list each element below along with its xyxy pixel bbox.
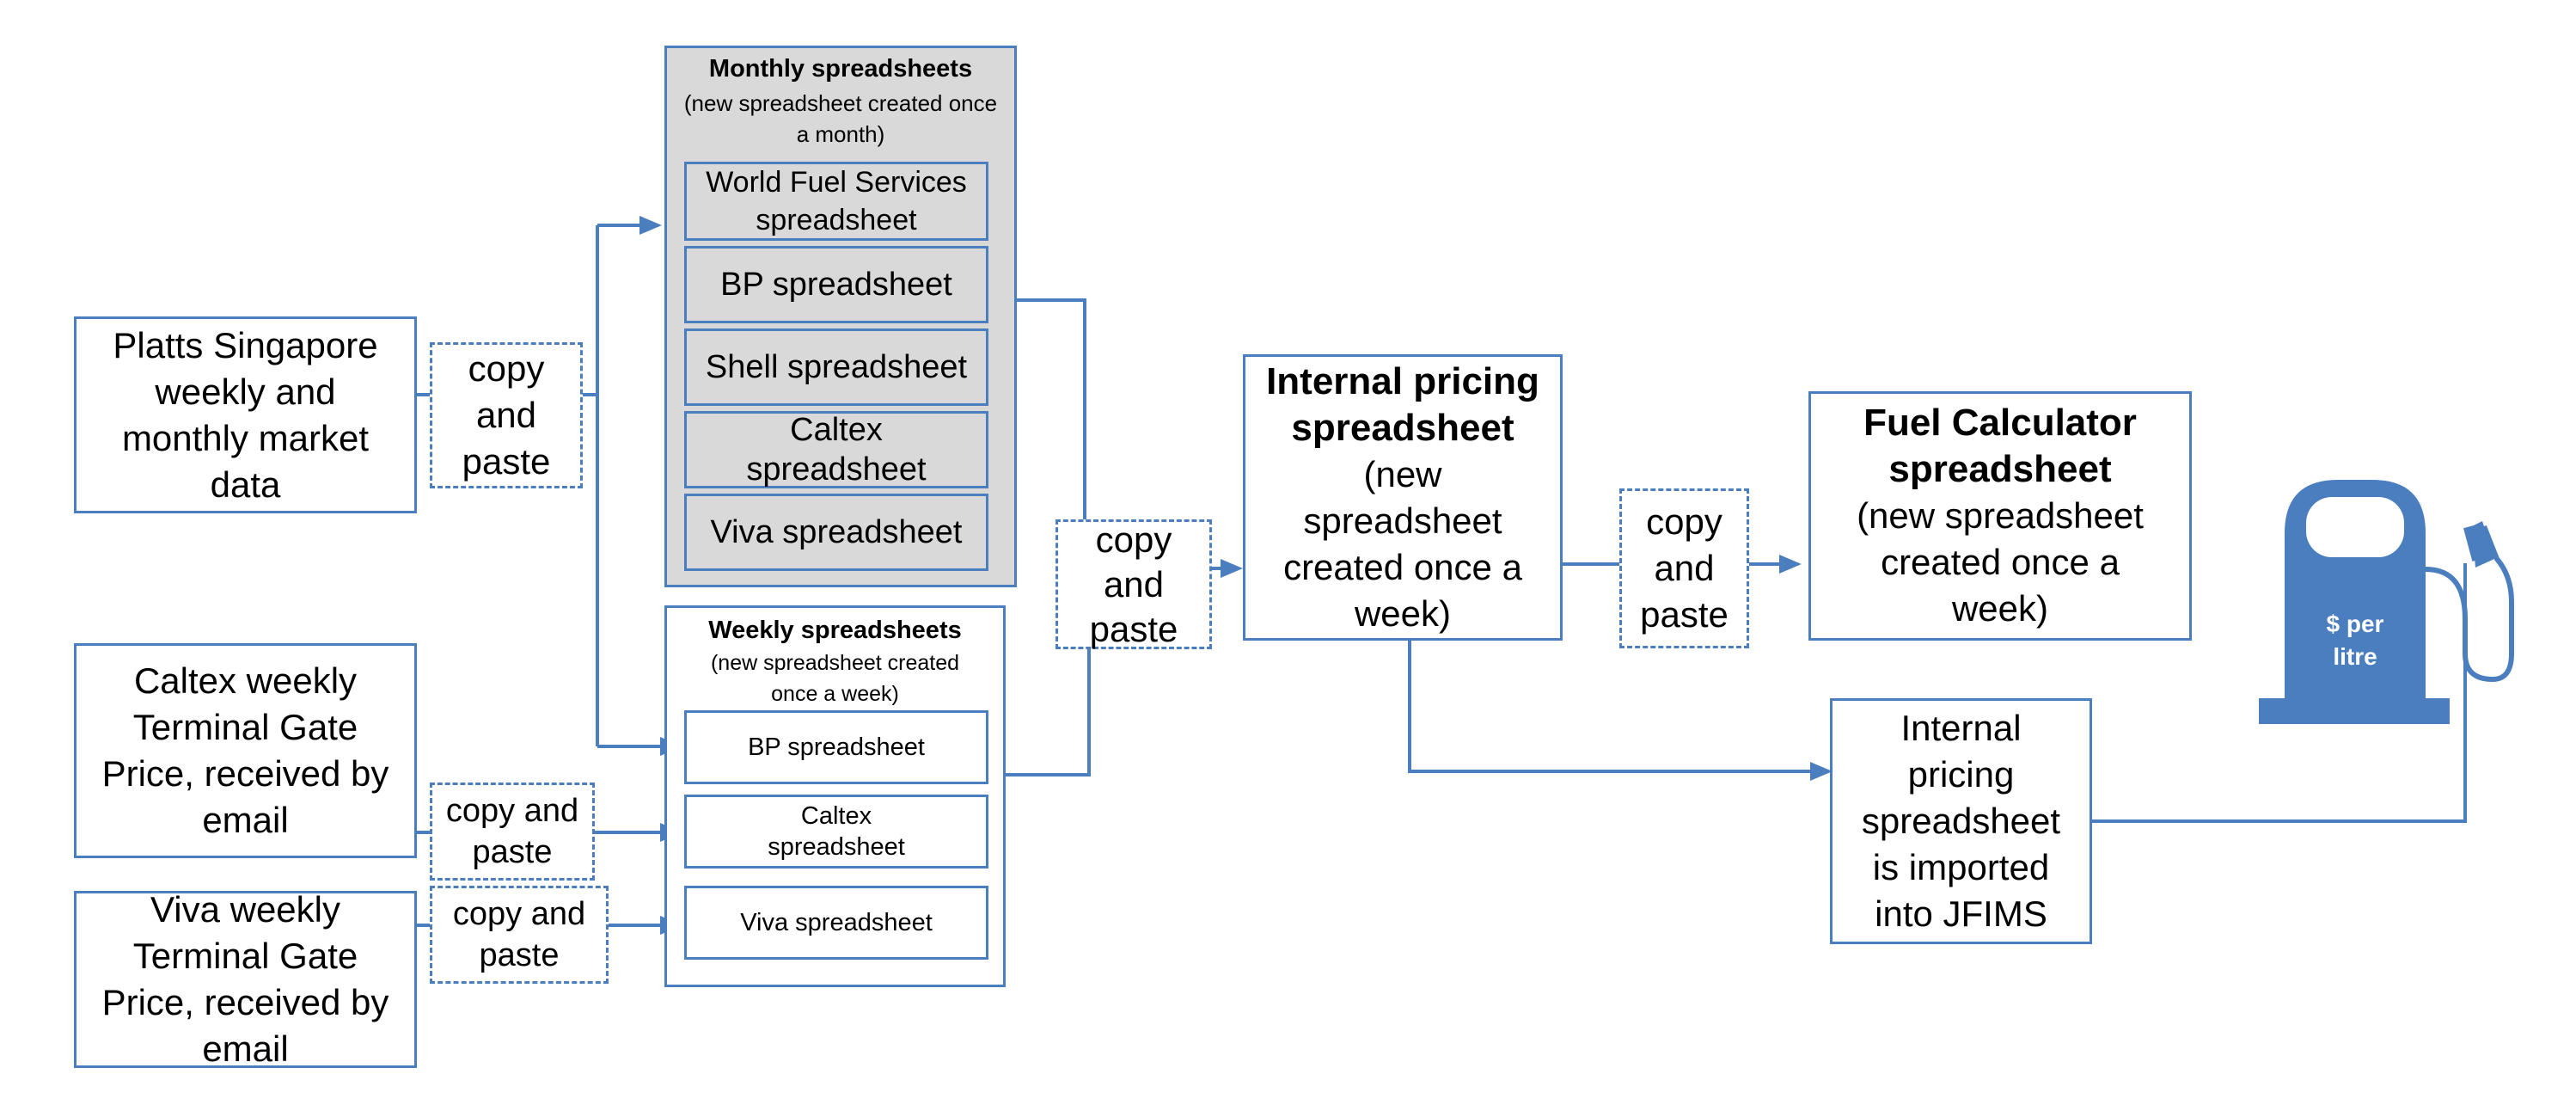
monthly-item-caltex: Caltex spreadsheet	[684, 411, 988, 488]
caltex-source-box: Caltex weekly Terminal Gate Price, recei…	[74, 643, 417, 858]
pump-price-label: $ per litre	[2326, 611, 2384, 670]
copy-paste-platts: copy and paste	[430, 342, 583, 488]
monthly-title: Monthly spreadsheets	[708, 55, 973, 83]
monthly-item-shell: Shell spreadsheet	[684, 328, 988, 406]
monthly-item-bp: BP spreadsheet	[684, 246, 988, 323]
platts-source-text: Platts Singapore weekly and monthly mark…	[113, 324, 378, 505]
copy-paste-to-fuel-calc: copy and paste	[1619, 488, 1749, 648]
weekly-title: Weekly spreadsheets	[708, 617, 962, 644]
platts-source-box: Platts Singapore weekly and monthly mark…	[74, 316, 417, 513]
monthly-item-wfs: World Fuel Services spreadsheet	[684, 162, 988, 241]
fuel-calculator-title: Fuel Calculator spreadsheet	[1863, 402, 2137, 490]
copy-paste-caltex: copy and paste	[430, 783, 595, 881]
weekly-item-viva: Viva spreadsheet	[684, 886, 988, 960]
arrowhead-monthly	[639, 216, 662, 235]
internal-pricing-box: Internal pricing spreadsheet (new spread…	[1243, 354, 1563, 641]
weekly-item-bp: BP spreadsheet	[684, 710, 988, 784]
internal-pricing-subtitle: (new spreadsheet created once a week)	[1283, 453, 1522, 634]
arrowhead-jfims	[1810, 762, 1833, 781]
viva-source-box: Viva weekly Terminal Gate Price, receive…	[74, 889, 417, 1069]
copy-paste-to-internal: copy and paste	[1055, 519, 1212, 649]
jfims-import-box: Internal pricing spreadsheet is imported…	[1830, 698, 2092, 944]
internal-pricing-title: Internal pricing spreadsheet	[1266, 359, 1539, 449]
fuel-pump-icon	[2259, 480, 2514, 724]
weekly-item-caltex: Caltex spreadsheet	[684, 795, 988, 869]
viva-source-text: Viva weekly Terminal Gate Price, receive…	[101, 889, 389, 1069]
fuel-calculator-subtitle: (new spreadsheet created once a week)	[1857, 495, 2144, 629]
copy-paste-viva: copy and paste	[430, 886, 609, 984]
monthly-subtitle: (new spreadsheet created once a month)	[683, 90, 998, 147]
arrowhead-fuelcalc	[1779, 555, 1802, 574]
caltex-source-text: Caltex weekly Terminal Gate Price, recei…	[101, 660, 389, 840]
jfims-import-text: Internal pricing spreadsheet is imported…	[1861, 708, 2061, 934]
weekly-subtitle: (new spreadsheet created once a week)	[710, 651, 960, 706]
weekly-to-copy-line	[1006, 649, 1091, 776]
fuel-calculator-box: Fuel Calculator spreadsheet (new spreads…	[1808, 391, 2192, 641]
monthly-to-copy-line	[1017, 298, 1086, 519]
arrowhead-internal	[1221, 559, 1243, 578]
monthly-item-viva: Viva spreadsheet	[684, 494, 988, 571]
arrow-internal-to-jfims	[1408, 641, 1814, 773]
